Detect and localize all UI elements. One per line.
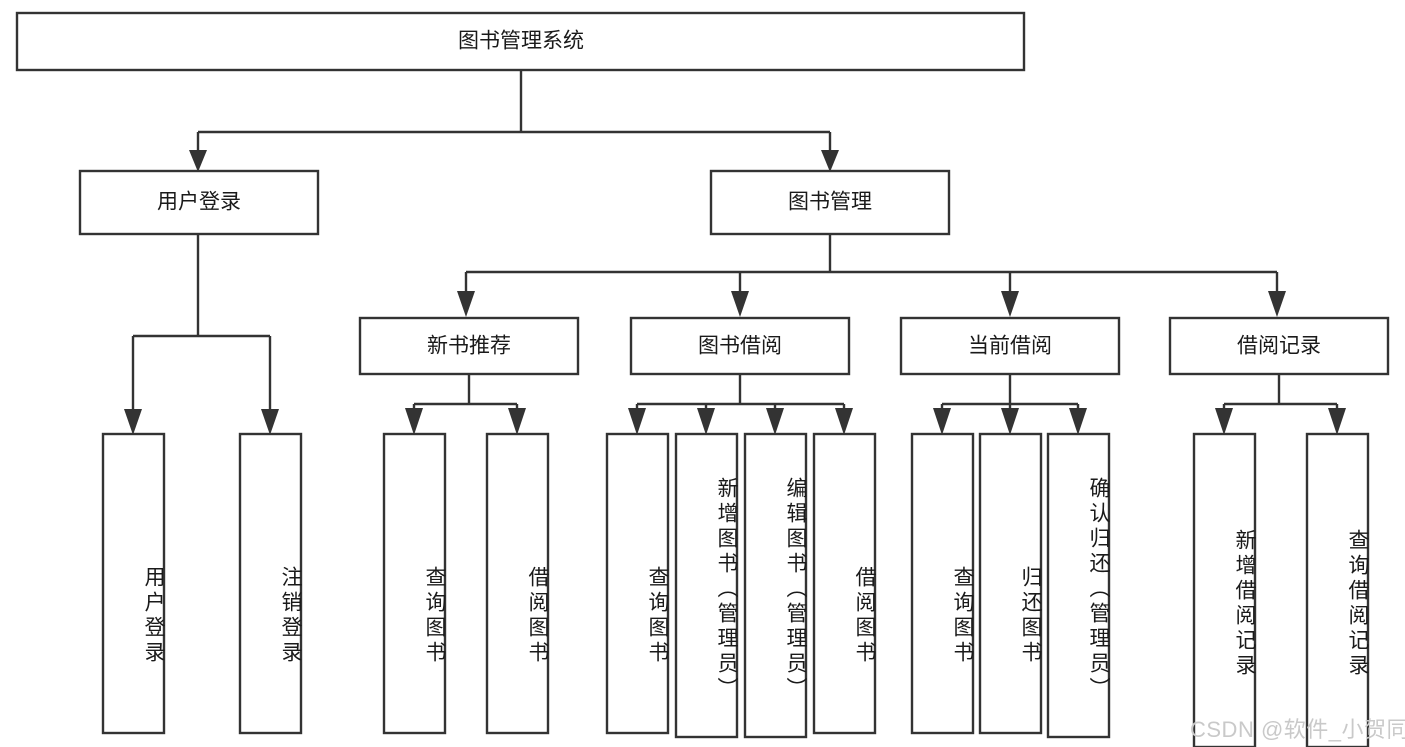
node-leaf-logout-login[interactable] bbox=[238, 432, 303, 735]
node-borrow-record[interactable] bbox=[1168, 316, 1390, 376]
label-current-borrow: 当前借阅 bbox=[968, 335, 1052, 358]
arrowhead-leaf-borrow-book-1 bbox=[508, 408, 526, 435]
arrowhead-leaf-query-book-2 bbox=[628, 408, 646, 435]
node-leaf-query-borrow-record[interactable] bbox=[1305, 432, 1370, 747]
arrowhead-leaf-confirm-return bbox=[1069, 408, 1087, 435]
node-new-book-recommend[interactable] bbox=[358, 316, 580, 376]
arrowhead-leaf-user-login bbox=[124, 409, 142, 435]
arrowhead-leaf-add-borrow-record bbox=[1215, 408, 1233, 435]
node-leaf-borrow-book-2[interactable] bbox=[812, 432, 877, 735]
arrowhead-leaf-logout-login bbox=[261, 409, 279, 435]
label-user-login: 用户登录 bbox=[157, 191, 241, 214]
arrowhead-leaf-query-book-1 bbox=[405, 408, 423, 435]
node-box-group bbox=[15, 11, 1390, 747]
arrowhead-leaf-borrow-book-2 bbox=[835, 408, 853, 435]
node-leaf-user-login[interactable] bbox=[101, 432, 166, 735]
node-leaf-edit-book[interactable] bbox=[743, 432, 808, 739]
arrowhead-leaf-query-book-3 bbox=[933, 408, 951, 435]
arrowhead-book-management bbox=[821, 150, 839, 172]
node-leaf-borrow-book-1[interactable] bbox=[485, 432, 550, 735]
connector-group bbox=[124, 70, 1346, 435]
arrowhead-leaf-edit-book bbox=[766, 408, 784, 435]
label-new-book-recommend: 新书推荐 bbox=[427, 335, 511, 358]
node-leaf-add-book[interactable] bbox=[674, 432, 739, 739]
arrowhead-current-borrow bbox=[1001, 291, 1019, 317]
node-book-management[interactable] bbox=[709, 169, 951, 236]
node-current-borrow[interactable] bbox=[899, 316, 1121, 376]
node-leaf-add-borrow-record[interactable] bbox=[1192, 432, 1257, 747]
arrowhead-leaf-query-borrow-record bbox=[1328, 408, 1346, 435]
arrowhead-borrow-record bbox=[1268, 291, 1286, 317]
node-leaf-return-book[interactable] bbox=[978, 432, 1043, 735]
csdn-watermark: CSDN @软件_小贺同学 bbox=[1190, 717, 1405, 742]
arrowhead-user-login bbox=[189, 150, 207, 172]
node-book-borrow[interactable] bbox=[629, 316, 851, 376]
node-user-login[interactable] bbox=[78, 169, 320, 236]
label-book-borrow: 图书借阅 bbox=[698, 335, 782, 358]
arrowhead-book-borrow bbox=[731, 291, 749, 317]
node-leaf-confirm-return[interactable] bbox=[1046, 432, 1111, 739]
label-book-management: 图书管理 bbox=[788, 191, 872, 214]
node-leaf-query-book-3[interactable] bbox=[910, 432, 975, 735]
label-root: 图书管理系统 bbox=[458, 30, 584, 53]
horizontal-label-group: 图书管理系统 用户登录 图书管理 新书推荐 图书借阅 当前借阅 借阅记录 bbox=[157, 30, 1321, 358]
label-borrow-record: 借阅记录 bbox=[1237, 335, 1321, 358]
arrowhead-new-book-recommend bbox=[457, 291, 475, 317]
arrowhead-leaf-add-book bbox=[697, 408, 715, 435]
node-leaf-query-book-2[interactable] bbox=[605, 432, 670, 735]
node-leaf-query-book-1[interactable] bbox=[382, 432, 447, 735]
arrowhead-leaf-return-book bbox=[1001, 408, 1019, 435]
node-root[interactable] bbox=[15, 11, 1026, 72]
